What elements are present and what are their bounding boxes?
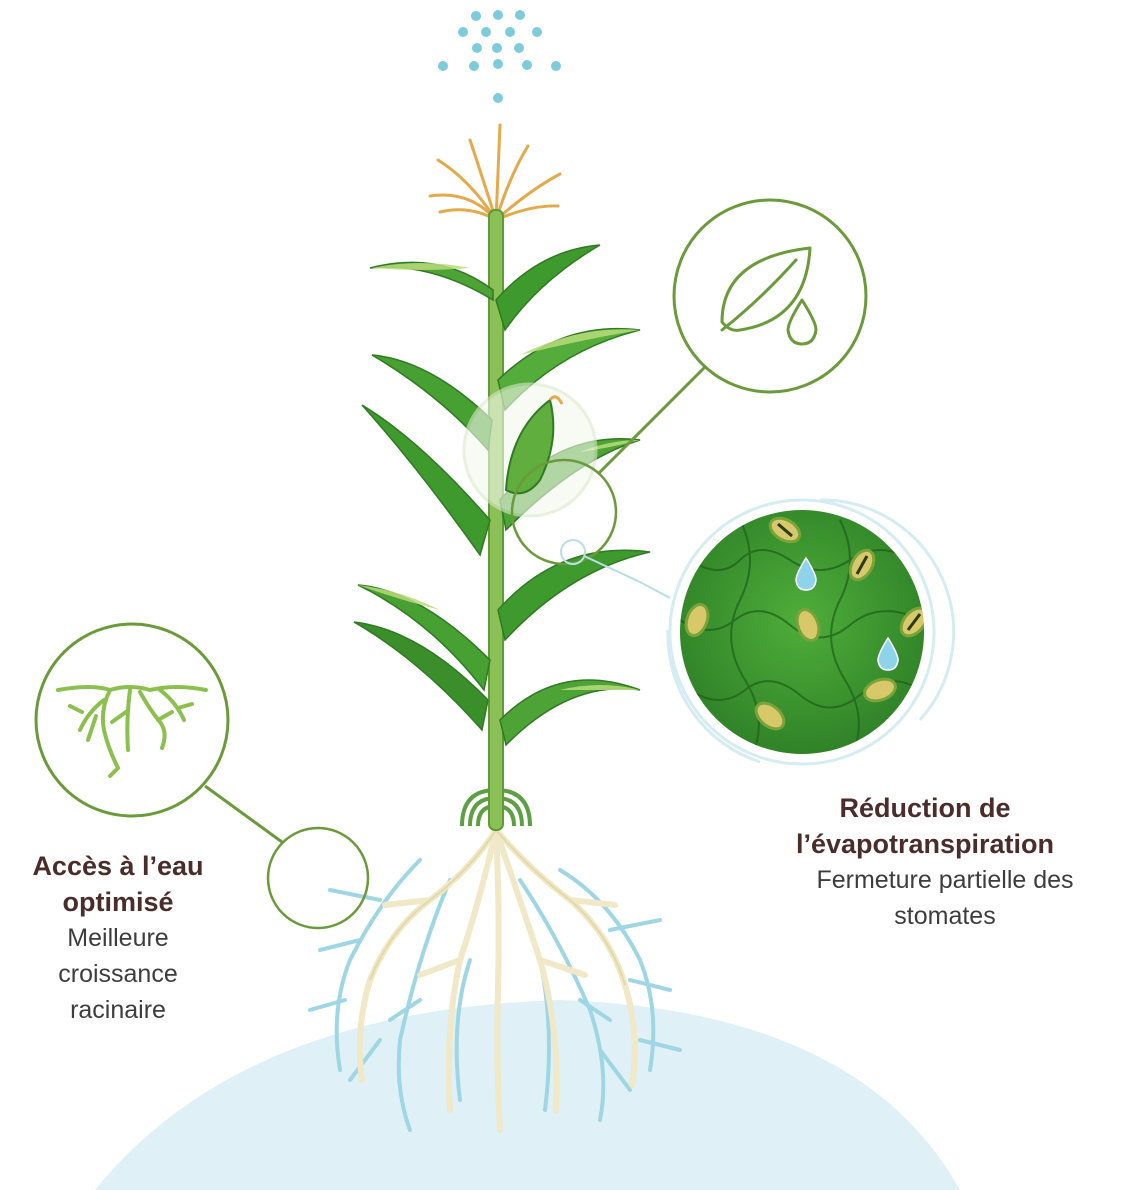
evapotranspiration-desc-line2: stomates bbox=[760, 898, 1130, 934]
tassel bbox=[430, 125, 560, 220]
root-access-desc-line3: racinaire bbox=[4, 992, 232, 1028]
rain-drops bbox=[438, 10, 561, 103]
root-access-label: Accès à l’eau optimisé Meilleure croissa… bbox=[4, 848, 232, 1028]
root-access-title-line2: optimisé bbox=[4, 884, 232, 920]
evapotranspiration-title-line2: l’évapotranspiration bbox=[720, 826, 1130, 862]
evapotranspiration-label: Réduction de l’évapotranspiration Fermet… bbox=[760, 790, 1130, 934]
evapotranspiration-title-line1: Réduction de bbox=[720, 790, 1130, 826]
evapotranspiration-desc-line1: Fermeture partielle des bbox=[760, 862, 1130, 898]
root-access-title-line1: Accès à l’eau bbox=[4, 848, 232, 884]
root-access-desc-line2: croissance bbox=[4, 956, 232, 992]
stomata-microscope-view bbox=[668, 500, 954, 764]
root-access-desc-line1: Meilleure bbox=[4, 920, 232, 956]
ground-water-area bbox=[95, 1000, 960, 1190]
